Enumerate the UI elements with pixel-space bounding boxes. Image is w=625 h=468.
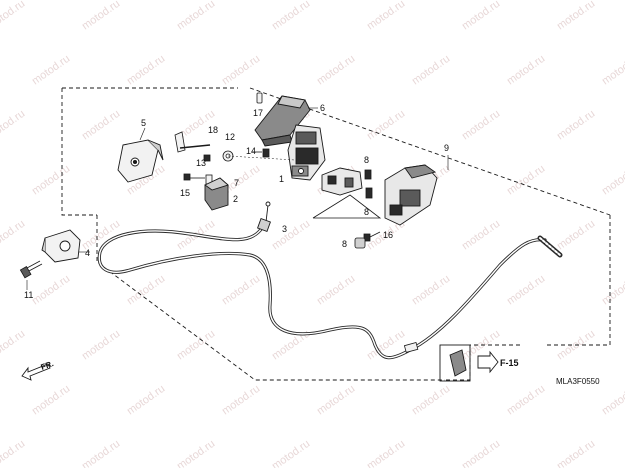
part-4-clamp — [41, 229, 81, 263]
watermark-text: motod.ru — [220, 53, 262, 88]
part-17-pin — [256, 92, 263, 104]
group-bracket — [312, 194, 382, 219]
callout-12: 12 — [225, 132, 235, 142]
watermark-text: motod.ru — [220, 383, 262, 418]
watermark-text: motod.ru — [0, 0, 27, 32]
part-9-nut — [354, 237, 366, 249]
watermark-text: motod.ru — [315, 273, 357, 308]
watermark-text: motod.ru — [555, 0, 597, 32]
watermark-text: motod.ru — [555, 218, 597, 253]
watermark-text: motod.ru — [175, 328, 217, 363]
watermark-text: motod.ru — [0, 108, 27, 143]
callout-8-lower: 8 — [364, 207, 369, 217]
watermark-text: motod.ru — [80, 108, 122, 143]
callout-13: 13 — [196, 158, 206, 168]
watermark-text: motod.ru — [30, 273, 72, 308]
watermark-text: motod.ru — [555, 438, 597, 468]
watermark-text: motod.ru — [460, 218, 502, 253]
watermark-text: motod.ru — [80, 0, 122, 32]
callout-labels: 5 4 11 17 6 18 12 14 13 1 7 15 2 3 8 8 9… — [24, 103, 449, 300]
watermark-text: motod.ru — [175, 0, 217, 32]
watermark-text: motod.ru — [410, 383, 452, 418]
part-5-bracket — [117, 139, 164, 183]
callout-3: 3 — [282, 224, 287, 234]
part-16-screw — [363, 231, 381, 242]
part-18-bolt — [174, 131, 211, 153]
watermark-text: motod.ru — [0, 438, 27, 468]
watermark-text: motod.ru — [125, 383, 167, 418]
watermark-text: motod.ru — [600, 273, 625, 308]
watermark-text: motod.ru — [30, 163, 72, 198]
watermark-text: motod.ru — [315, 383, 357, 418]
watermark-text: motod.ru — [365, 108, 407, 143]
watermark-text: motod.ru — [555, 108, 597, 143]
watermark-text: motod.ru — [270, 438, 312, 468]
part-8-spring-upper — [364, 169, 372, 180]
callout-15: 15 — [180, 188, 190, 198]
watermark-text: motod.ru — [315, 53, 357, 88]
latch-plate-center — [321, 167, 363, 196]
watermark-text: motod.ru — [365, 0, 407, 32]
watermark-text: motod.ru — [270, 218, 312, 253]
front-arrow — [21, 363, 51, 381]
watermark-text: motod.ru — [410, 53, 452, 88]
callout-6: 6 — [320, 103, 325, 113]
watermark-text: motod.ru — [0, 328, 27, 363]
callout-5: 5 — [141, 118, 146, 128]
watermark-text: motod.ru — [505, 53, 547, 88]
watermark-text: motod.ru — [30, 53, 72, 88]
part-11-bolt — [19, 260, 43, 279]
part-13-pin — [203, 154, 211, 162]
callout-17: 17 — [253, 108, 263, 118]
watermark-text: motod.ru — [220, 273, 262, 308]
watermark-text: motod.ru — [175, 438, 217, 468]
watermark-text: motod.ru — [505, 383, 547, 418]
callout-8-upper: 8 — [364, 155, 369, 165]
watermark-text: motod.ru — [460, 0, 502, 32]
callout-7: 7 — [234, 178, 239, 188]
watermark-text: motod.ru — [125, 273, 167, 308]
part-8-spring-lower — [365, 187, 373, 199]
front-arrow-label: FR. — [40, 359, 55, 372]
watermark-text: motod.ru — [600, 163, 625, 198]
watermark-text: motod.ru — [460, 108, 502, 143]
diagram-code: MLA3F0550 — [556, 377, 600, 386]
callout-18: 18 — [208, 125, 218, 135]
part-14-spring — [252, 148, 270, 158]
watermark-text: motod.ru — [270, 0, 312, 32]
callout-10: 9 — [444, 143, 449, 153]
watermark-text: motod.ru — [600, 383, 625, 418]
callout-11: 11 — [24, 290, 33, 300]
watermark-text: motod.ru — [125, 53, 167, 88]
callout-2: 2 — [233, 194, 238, 204]
assembly-boundary — [61, 87, 611, 381]
part-2-switch — [204, 177, 229, 211]
part-1-lever-assembly — [287, 124, 326, 181]
part-15-bolt — [183, 173, 205, 181]
watermark-text: motod.ru — [505, 273, 547, 308]
callout-9: 8 — [342, 239, 347, 249]
part-10-latch — [384, 164, 438, 226]
callout-4: 4 — [85, 248, 90, 258]
callout-14: 14 — [246, 146, 256, 156]
f15-reference-part — [439, 344, 499, 382]
part-3-cable-end — [257, 201, 271, 232]
cable-assembly — [97, 226, 563, 360]
watermark-text: motod.ru — [365, 438, 407, 468]
watermark-text: motod.ru — [80, 328, 122, 363]
watermark-text: motod.ru — [410, 273, 452, 308]
watermark-text: motod.ru — [460, 438, 502, 468]
callout-16: 16 — [383, 230, 393, 240]
reference-label: F-15 — [500, 358, 519, 368]
watermark-text: motod.ru — [80, 438, 122, 468]
callout-1: 1 — [279, 174, 284, 184]
watermark-text: motod.ru — [0, 218, 27, 253]
watermark-text: motod.ru — [600, 53, 625, 88]
watermark-text: motod.ru — [30, 383, 72, 418]
